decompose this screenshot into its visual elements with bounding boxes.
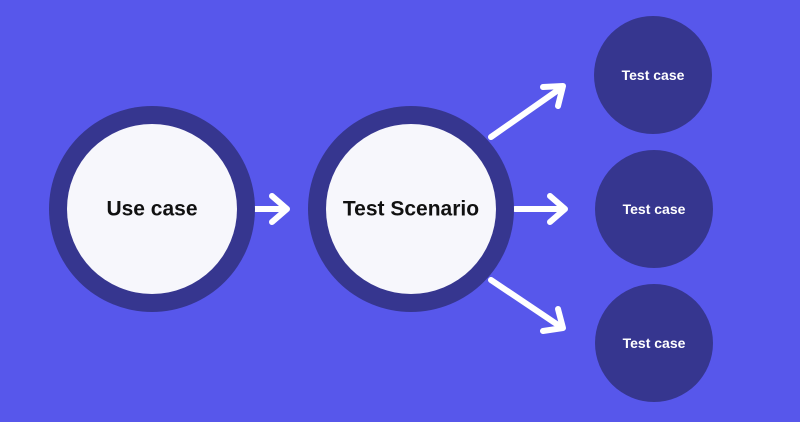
arrow-head [547, 193, 568, 225]
edge-test-scenario-to-test-case-1 [488, 83, 566, 140]
node-label-test-case-3: Test case [623, 335, 686, 351]
node-circle [594, 16, 712, 134]
node-label-test-case-1: Test case [622, 67, 685, 83]
arrow-shaft [488, 277, 564, 330]
node-circle [326, 124, 496, 294]
arrow-head [540, 306, 566, 334]
node-circle [67, 124, 237, 294]
node-label-test-case-2: Test case [623, 201, 686, 217]
node-use-case: Use case [49, 106, 255, 312]
node-test-case-3: Test case [595, 284, 713, 402]
edge-test-scenario-to-test-case-3 [488, 277, 566, 334]
node-circle [595, 284, 713, 402]
node-label-test-scenario: Test Scenario [343, 198, 479, 221]
node-label-use-case: Use case [106, 198, 197, 221]
node-test-case-2: Test case [595, 150, 713, 268]
node-circle [595, 150, 713, 268]
arrow-head [269, 193, 290, 225]
node-test-case-1: Test case [594, 16, 712, 134]
arrow-shaft [488, 85, 564, 140]
arrow-head [540, 83, 566, 109]
node-test-scenario: Test Scenario [308, 106, 514, 312]
edge-test-scenario-to-test-case-2 [512, 193, 568, 225]
